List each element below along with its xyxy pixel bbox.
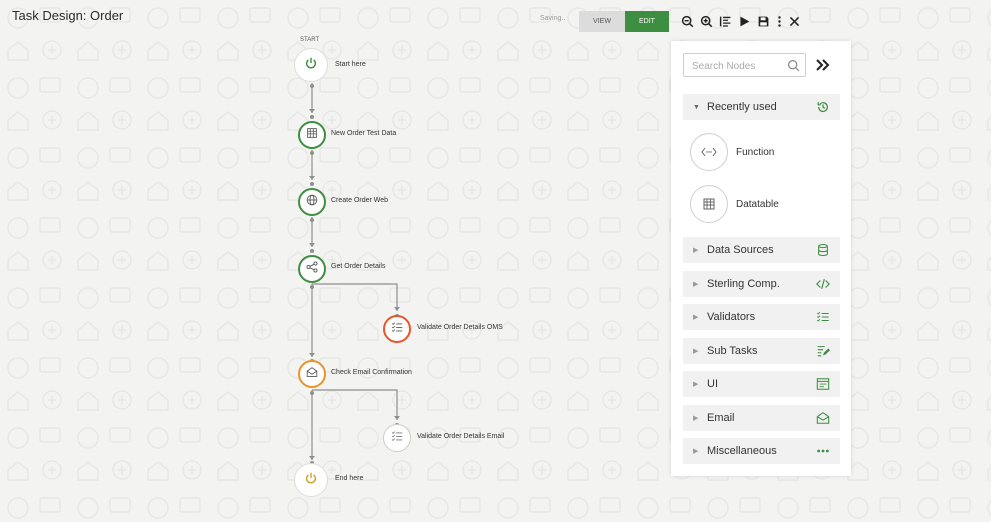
category-validators[interactable]: ▶ Validators bbox=[683, 304, 840, 330]
share-icon bbox=[305, 260, 319, 279]
flow-canvas[interactable]: START Start here New Order Test Data Cre… bbox=[0, 0, 660, 522]
edit-list-icon bbox=[815, 343, 831, 359]
caret-right-icon: ▶ bbox=[693, 415, 699, 422]
category-label: Recently used bbox=[707, 101, 777, 113]
play-icon[interactable] bbox=[737, 13, 751, 29]
category-sterling-comp[interactable]: ▶ Sterling Comp. bbox=[683, 271, 840, 297]
start-label: START bbox=[300, 37, 320, 43]
node-palette-panel: ▼ Recently used Function Datatable ▶ Dat… bbox=[671, 41, 851, 476]
caret-right-icon: ▶ bbox=[693, 247, 699, 254]
flow-node-label: Validate Order Details OMS bbox=[417, 324, 503, 331]
page-title: Task Design: Order bbox=[12, 8, 124, 23]
flow-node-check-email-confirmation[interactable] bbox=[298, 360, 326, 388]
view-mode-button[interactable]: VIEW bbox=[579, 11, 625, 32]
flow-node-label: Validate Order Details Email bbox=[417, 433, 505, 440]
close-icon[interactable] bbox=[787, 13, 801, 29]
caret-right-icon: ▶ bbox=[693, 448, 699, 455]
caret-right-icon: ▶ bbox=[693, 314, 699, 321]
search-box bbox=[683, 53, 806, 77]
datatable-icon bbox=[690, 185, 728, 223]
flow-node-label: Create Order Web bbox=[331, 197, 389, 204]
checklist-icon bbox=[390, 429, 404, 448]
saving-status: Saving.. bbox=[540, 15, 566, 22]
email-icon bbox=[815, 410, 831, 426]
save-icon[interactable] bbox=[756, 13, 770, 29]
flow-node-start[interactable] bbox=[294, 48, 328, 82]
category-email[interactable]: ▶ Email bbox=[683, 405, 840, 431]
palette-item-function[interactable]: Function bbox=[690, 132, 774, 172]
flow-node-label: Check Email Confirmation bbox=[331, 369, 412, 376]
category-label: Validators bbox=[707, 311, 756, 323]
flow-node-label: End here bbox=[335, 475, 364, 482]
globe-icon bbox=[305, 193, 319, 212]
email-icon bbox=[305, 365, 319, 384]
flow-node-end[interactable] bbox=[294, 463, 328, 497]
category-sub-tasks[interactable]: ▶ Sub Tasks bbox=[683, 338, 840, 364]
palette-item-label: Function bbox=[736, 146, 775, 158]
flow-node-create-order-web[interactable] bbox=[298, 188, 326, 216]
edit-mode-button[interactable]: EDIT bbox=[625, 11, 669, 32]
flow-node-validate-order-details-email[interactable] bbox=[383, 424, 411, 452]
category-data-sources[interactable]: ▶ Data Sources bbox=[683, 237, 840, 263]
category-miscellaneous[interactable]: ▶ Miscellaneous bbox=[683, 438, 840, 464]
caret-down-icon: ▼ bbox=[693, 103, 700, 111]
function-icon bbox=[690, 133, 728, 171]
category-label: Sub Tasks bbox=[707, 345, 758, 357]
flow-node-label: New Order Test Data bbox=[331, 130, 397, 137]
datatable-icon bbox=[305, 126, 319, 145]
category-label: Sterling Comp. bbox=[707, 278, 780, 290]
flow-node-label: Start here bbox=[335, 61, 366, 68]
more-vertical-icon[interactable] bbox=[772, 13, 786, 29]
category-label: UI bbox=[707, 378, 718, 390]
palette-item-datatable[interactable]: Datatable bbox=[690, 184, 779, 224]
dots-icon bbox=[815, 443, 831, 459]
category-label: Data Sources bbox=[707, 244, 774, 256]
flow-node-validate-order-details-oms[interactable] bbox=[383, 315, 411, 343]
power-icon bbox=[304, 471, 318, 490]
caret-right-icon: ▶ bbox=[693, 281, 699, 288]
ui-window-icon bbox=[815, 376, 831, 392]
power-icon bbox=[304, 56, 318, 75]
search-icon[interactable] bbox=[787, 59, 800, 72]
search-input[interactable] bbox=[690, 55, 789, 77]
checklist-icon bbox=[390, 320, 404, 339]
database-icon bbox=[815, 242, 831, 258]
collapse-panel-icon[interactable] bbox=[814, 56, 832, 74]
category-ui[interactable]: ▶ UI bbox=[683, 371, 840, 397]
flow-node-new-order-test-data[interactable] bbox=[298, 121, 326, 149]
align-icon[interactable] bbox=[718, 13, 732, 29]
zoom-in-icon[interactable] bbox=[699, 13, 713, 29]
checklist-icon bbox=[815, 309, 831, 325]
zoom-out-icon[interactable] bbox=[680, 13, 694, 29]
palette-item-label: Datatable bbox=[736, 198, 779, 210]
category-label: Email bbox=[707, 412, 735, 424]
category-label: Miscellaneous bbox=[707, 445, 777, 457]
flow-connectors bbox=[309, 83, 400, 465]
caret-right-icon: ▶ bbox=[693, 381, 699, 388]
flow-node-label: Get Order Details bbox=[331, 263, 386, 270]
history-icon bbox=[815, 99, 831, 115]
category-recently-used[interactable]: ▼ Recently used bbox=[683, 94, 840, 120]
caret-right-icon: ▶ bbox=[693, 348, 699, 355]
code-icon bbox=[815, 276, 831, 292]
flow-node-get-order-details[interactable] bbox=[298, 255, 326, 283]
